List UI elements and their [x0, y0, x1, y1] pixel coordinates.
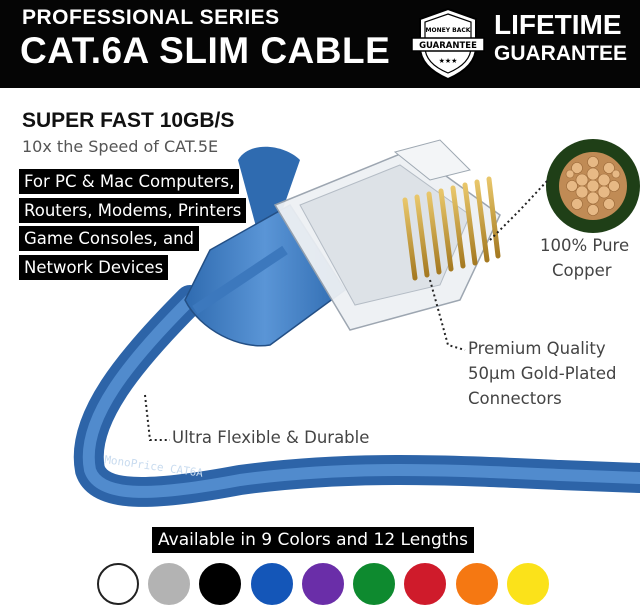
color-swatch-white: [97, 563, 139, 605]
color-swatch-orange: [456, 563, 498, 605]
use-label-1: For PC & Mac Computers,: [19, 169, 240, 194]
svg-text:★★★: ★★★: [439, 57, 458, 65]
copper-callout-line-1: 100% Pure: [540, 236, 630, 255]
use-label-3: Game Consoles, and: [19, 226, 199, 251]
flexible-leader-line: [144, 394, 170, 441]
colors-title: Available in 9 Colors and 12 Lengths: [152, 527, 475, 553]
guarantee-label: GUARANTEE: [494, 42, 628, 65]
copper-callout-line-2: Copper: [552, 261, 612, 280]
money-back-guarantee-badge-icon: MONEY BACK GUARANTEE ★★★: [411, 7, 485, 81]
series-label: PROFESSIONAL SERIES: [22, 6, 280, 29]
flexible-callout: Ultra Flexible & Durable: [172, 428, 370, 447]
color-swatch-green: [353, 563, 395, 605]
badge-main-text: GUARANTEE: [419, 41, 477, 51]
cable-title: CAT.6A SLIM CABLE: [20, 30, 391, 71]
color-swatch-red: [404, 563, 446, 605]
color-swatch-gray: [148, 563, 190, 605]
header-banner: PROFESSIONAL SERIES CAT.6A SLIM CABLE MO…: [0, 0, 640, 88]
copper-wire-cross-section-icon: [546, 139, 640, 233]
copper-callout: 100% Pure Copper: [540, 233, 640, 283]
connector-callout-line-1: Premium Quality: [468, 339, 606, 358]
color-swatch-yellow: [507, 563, 549, 605]
color-swatch-purple: [302, 563, 344, 605]
color-swatch-black: [199, 563, 241, 605]
lifetime-label: LIFETIME: [494, 9, 622, 40]
use-label-2: Routers, Modems, Printers: [19, 198, 247, 223]
copper-leader-line: [489, 179, 549, 241]
connector-callout-line-2: 50µm Gold-Plated: [468, 364, 617, 383]
color-swatch-blue: [251, 563, 293, 605]
gold-contacts: [402, 176, 501, 281]
badge-top-text: MONEY BACK: [426, 27, 471, 34]
speed-subtitle: 10x the Speed of CAT.5E: [22, 137, 219, 156]
connector-callout: Premium Quality 50µm Gold-Plated Connect…: [468, 336, 616, 411]
cable-illustration: MonoPrice CAT6A: [73, 139, 640, 507]
use-label-4: Network Devices: [19, 255, 169, 280]
connector-callout-line-3: Connectors: [468, 389, 562, 408]
speed-title: SUPER FAST 10GB/S: [22, 109, 235, 132]
